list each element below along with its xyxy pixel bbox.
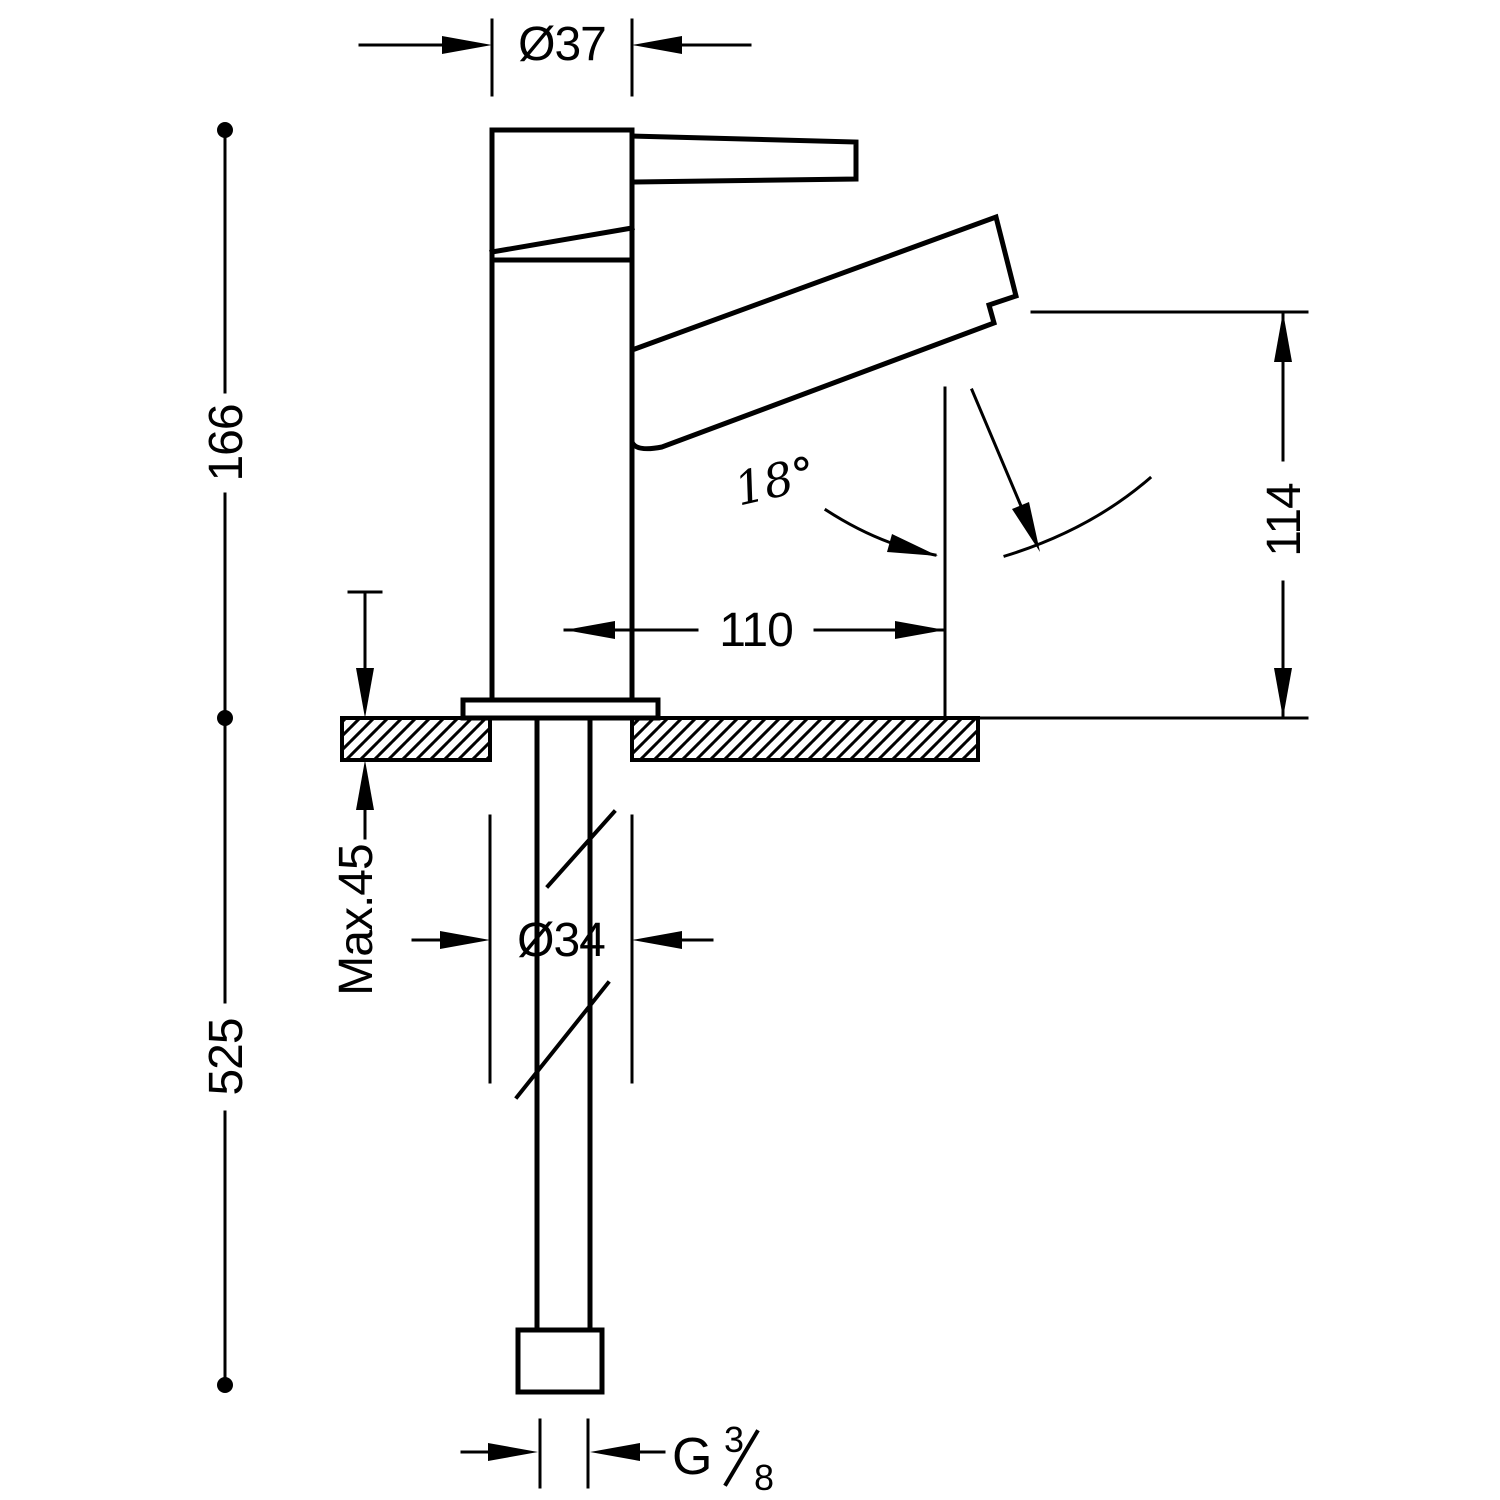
arrowhead [887,534,938,556]
dim-node-dot [217,710,233,726]
dim-node-dot [217,122,233,138]
pipe-break-marks [514,809,617,1100]
connector-nut [515,1327,605,1395]
dim-hole-diameter: Ø34 [411,814,714,1084]
arrowhead [895,621,945,639]
arrowhead [1012,502,1040,552]
countertop [340,716,980,762]
dim-spout-reach: 110 [563,604,947,657]
dim-deck-thickness: Max.45 [330,590,383,996]
handle-base-joint [489,225,635,263]
angle-annotation: 18° [729,386,1153,717]
countertop-left-section [340,716,492,762]
arrowhead [590,1443,640,1461]
arrowhead [488,1443,538,1461]
dim-top-diameter-label: Ø37 [518,18,606,71]
thread-label-prefix: G [672,1428,712,1486]
dim-o34-label: Ø34 [517,914,605,967]
dim-outlet-height: 114 [858,310,1311,720]
spout [629,213,1019,452]
dim-o34-extensions [488,814,634,1084]
arrowhead [440,931,490,949]
dim-node-dot [217,1377,233,1393]
water-stream-line [970,388,1023,508]
dim-525-label: 525 [200,1018,253,1095]
dim-110-label: 110 [719,604,793,657]
arrowhead [632,36,682,54]
arrowhead [1274,312,1292,362]
faucet-body [489,127,635,703]
angle-label: 18° [729,445,821,516]
dim-max45-label: Max.45 [330,844,383,995]
dim-top-diameter: Ø37 [358,18,752,97]
dim-max45-lines [347,590,383,840]
dim-top-diameter-extensions [490,18,634,97]
arrowhead [442,36,492,54]
dim-166-label: 166 [200,404,253,481]
dim-thread-extensions [538,1418,590,1489]
dim-114-reference-lines [858,310,1309,720]
countertop-right-section [630,716,980,762]
dim-114-label: 114 [1258,483,1311,557]
angle-arc [823,475,1153,558]
thread-fraction-slash [723,1429,760,1487]
supply-pipe [534,715,593,1333]
base-flange [460,697,661,721]
thread-label-numerator: 3 [724,1419,744,1460]
faucet [340,127,1019,1395]
arrowhead [565,621,615,639]
arrowhead [1274,668,1292,718]
arrowhead [356,668,374,718]
dim-thread: G 3 8 [460,1418,774,1498]
dim-left-chain: 166 525 [200,122,253,1393]
arrowhead [632,931,682,949]
thread-label-denominator: 8 [754,1457,774,1498]
arrowhead [356,760,374,810]
handle-lever [629,133,859,185]
